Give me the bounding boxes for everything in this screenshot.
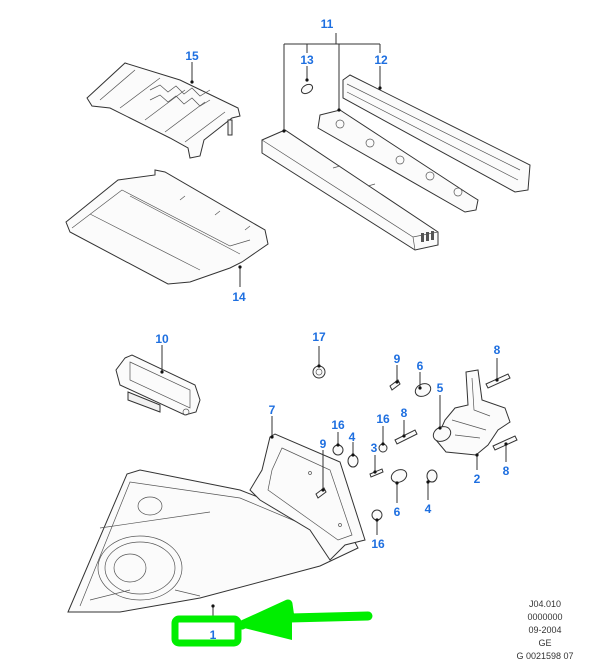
part-stop-lamp-bracket[interactable] — [86, 62, 241, 159]
callout-10[interactable]: 10 — [155, 332, 169, 346]
part-bulb[interactable] — [347, 454, 359, 468]
leader-11 — [190, 33, 382, 287]
part-lamp-gasket[interactable] — [249, 416, 366, 561]
drawing-language: GE — [538, 638, 552, 648]
callout-11[interactable]: 11 — [320, 17, 334, 31]
part-wedge-bulb[interactable] — [369, 468, 384, 478]
callout-13[interactable]: 13 — [300, 53, 314, 67]
part-licence-plate-lamp[interactable] — [115, 345, 201, 416]
callout-8a[interactable]: 8 — [493, 343, 501, 357]
drawing-number: G 0021598 07 — [516, 651, 574, 661]
part-stop-lamp-housing[interactable] — [342, 74, 531, 193]
callout-7[interactable]: 7 — [268, 403, 276, 417]
arrow-head — [240, 602, 292, 640]
callout-5[interactable]: 5 — [436, 381, 444, 395]
callout-9a[interactable]: 9 — [393, 352, 401, 366]
drawing-code: 0000000 — [527, 612, 563, 622]
small-parts — [312, 346, 518, 535]
part-bulb[interactable] — [426, 469, 438, 483]
highlight-annotation — [171, 599, 373, 647]
part-bulb[interactable] — [413, 381, 433, 399]
callout-14[interactable]: 14 — [232, 290, 246, 304]
drawing-info-block: J04.010 0000000 09-2004 GE G 0021598 07 — [500, 598, 590, 663]
callout-6a[interactable]: 6 — [416, 359, 424, 373]
callout-4b[interactable]: 4 — [424, 502, 432, 516]
callout-4a[interactable]: 4 — [348, 430, 356, 444]
callout-15[interactable]: 15 — [185, 49, 199, 63]
callout-8b[interactable]: 8 — [502, 464, 510, 478]
callout-2[interactable]: 2 — [473, 472, 481, 486]
callout-3[interactable]: 3 — [370, 441, 378, 455]
callout-17[interactable]: 17 — [312, 330, 326, 344]
callout-16a[interactable]: 16 — [331, 418, 345, 432]
part-stop-lamp-cover[interactable] — [65, 169, 269, 285]
part-stop-lamp-bulb[interactable] — [300, 83, 314, 96]
callout-12[interactable]: 12 — [374, 53, 388, 67]
callout-1[interactable]: 1 — [209, 628, 217, 642]
part-bulb[interactable] — [389, 467, 409, 485]
callout-16c[interactable]: 16 — [371, 537, 385, 551]
callout-8c[interactable]: 8 — [400, 406, 408, 420]
callout-6b[interactable]: 6 — [393, 505, 401, 519]
drawing-section-code: J04.010 — [528, 599, 562, 609]
drawing-date: 09-2004 — [528, 625, 562, 635]
part-screw[interactable] — [394, 429, 418, 445]
part-reflector-strip[interactable] — [317, 109, 479, 213]
callout-9b[interactable]: 9 — [319, 437, 327, 451]
part-diffuser-bar[interactable] — [261, 129, 439, 251]
highlight-box — [171, 615, 242, 647]
part-bulb-holder-circuit-plate[interactable] — [435, 369, 511, 470]
part-clip[interactable] — [312, 365, 326, 379]
callout-16b[interactable]: 16 — [376, 412, 390, 426]
